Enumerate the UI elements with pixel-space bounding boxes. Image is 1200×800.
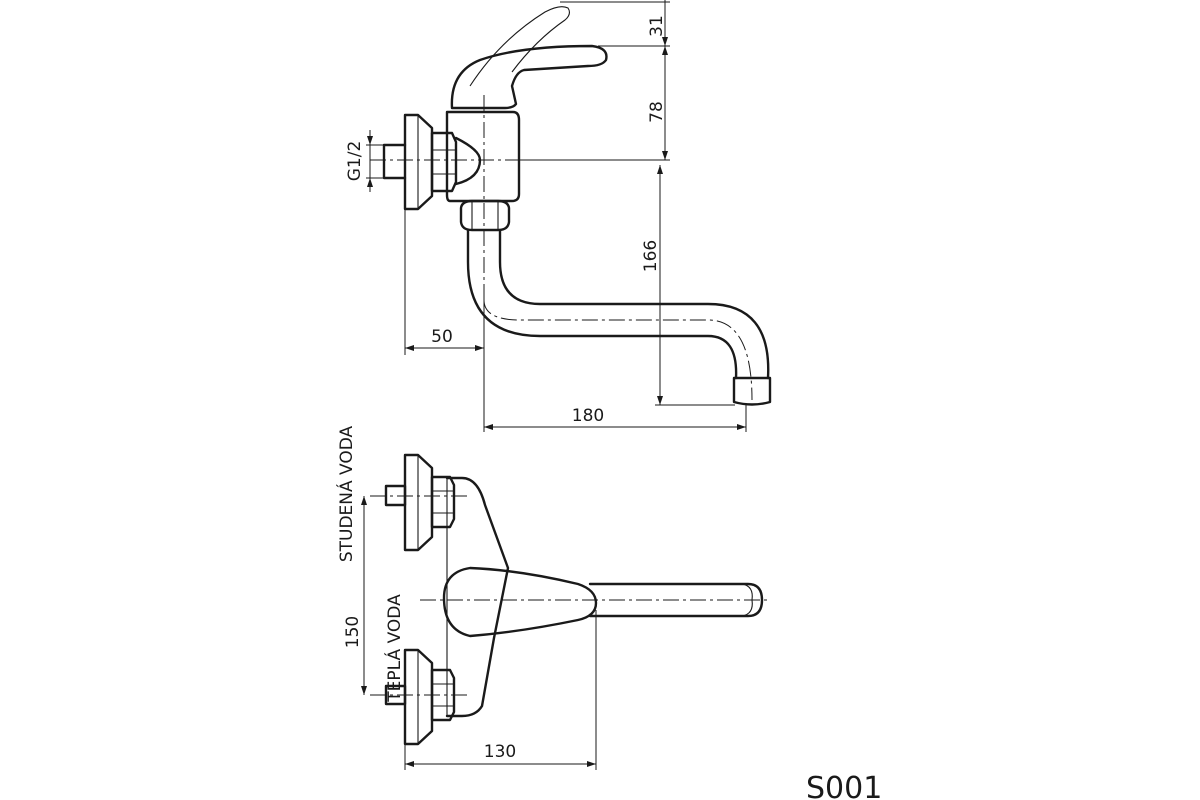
dim-handle-rise: 31	[647, 15, 667, 37]
spout-tip	[732, 376, 772, 406]
dim-inlet-spacing: 150	[343, 616, 363, 648]
dim-spout-drop: 166	[641, 240, 661, 272]
spout-tube	[466, 228, 738, 380]
valve-body	[445, 110, 521, 203]
dim-body-height: 78	[647, 101, 667, 123]
spout-top	[588, 582, 764, 618]
lever-handle	[450, 44, 608, 110]
label-cold-water: STUDENÁ VODA	[335, 425, 357, 562]
dim-spout-reach: 180	[572, 406, 604, 426]
dim-wall-offset: 50	[431, 327, 453, 347]
label-hot-water: TEPLÁ VODA	[383, 594, 405, 703]
mixer-body	[445, 476, 510, 718]
inlet-stub	[382, 143, 407, 180]
swivel-nut	[459, 199, 511, 232]
hot-nut	[430, 668, 456, 722]
top-view	[370, 453, 770, 746]
model-code: S001	[806, 771, 882, 800]
valve-dome	[454, 136, 482, 186]
cold-nut	[430, 475, 456, 529]
hex-nut	[430, 131, 458, 193]
dim-top-depth: 130	[484, 742, 516, 762]
side-view	[370, 6, 772, 406]
lever-top	[442, 566, 598, 638]
top-dimensions	[361, 496, 597, 770]
lever-raised-outline	[469, 6, 571, 87]
side-dimensions	[366, 0, 747, 432]
dim-thread: G1/2	[345, 141, 365, 182]
